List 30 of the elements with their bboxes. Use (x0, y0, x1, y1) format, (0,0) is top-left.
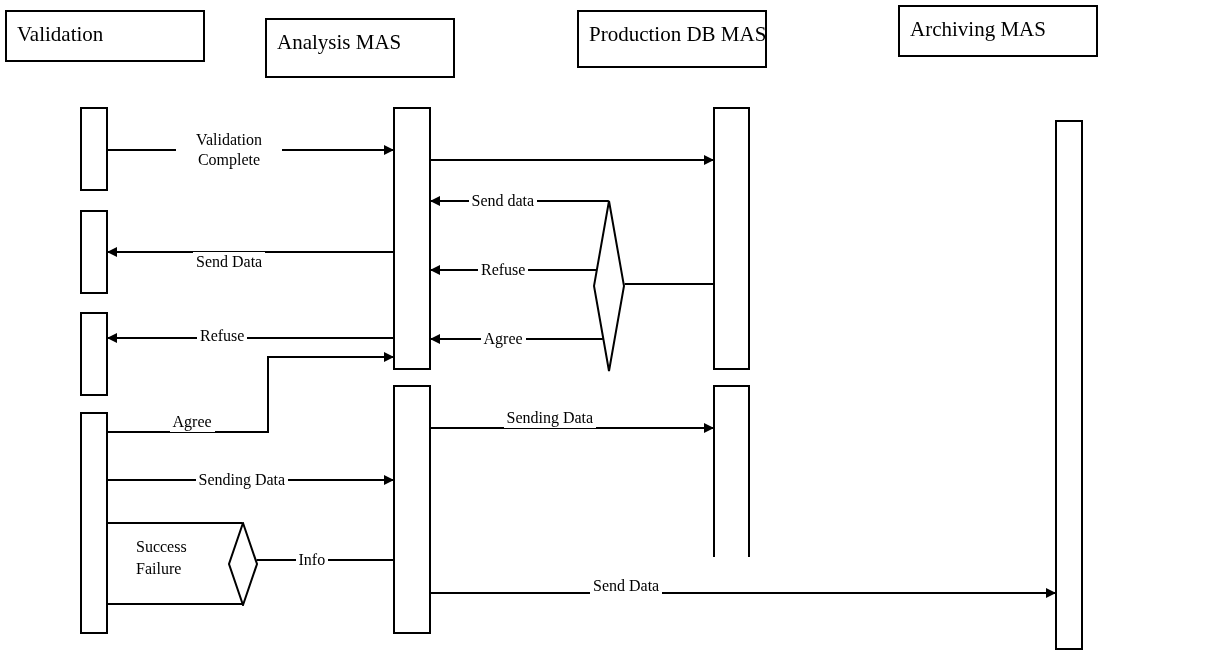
edge-label: Send Data (590, 576, 663, 596)
participant-box: Analysis MAS (265, 18, 455, 78)
arrow (430, 265, 597, 275)
arrow (107, 475, 394, 485)
edge-label: Sending Data (195, 470, 289, 490)
arrow (430, 334, 604, 344)
connector-line (255, 559, 394, 561)
activation-bar (393, 385, 431, 634)
arrow (107, 145, 394, 155)
activation-bar (80, 312, 108, 396)
activation-bar (80, 412, 108, 634)
arrow (107, 247, 394, 257)
activation-bar (713, 385, 750, 557)
activation-bar (80, 210, 108, 294)
arrow (430, 196, 610, 206)
arrow (430, 423, 714, 433)
arrow (107, 352, 394, 433)
activation-bar (393, 107, 431, 370)
arrow (430, 588, 1056, 598)
activation-bar (1055, 120, 1083, 650)
edge-label: Validation Complete (176, 130, 282, 170)
activation-bar (80, 107, 108, 191)
arrow (430, 155, 714, 165)
activation-bar (713, 107, 750, 370)
edge-label: Sending Data (503, 408, 597, 428)
participant-box: Archiving MAS (898, 5, 1098, 57)
connector-line (623, 283, 714, 285)
arrow (107, 333, 394, 343)
participant-box: Validation (5, 10, 205, 62)
participant-box: Production DB MAS (577, 10, 767, 68)
